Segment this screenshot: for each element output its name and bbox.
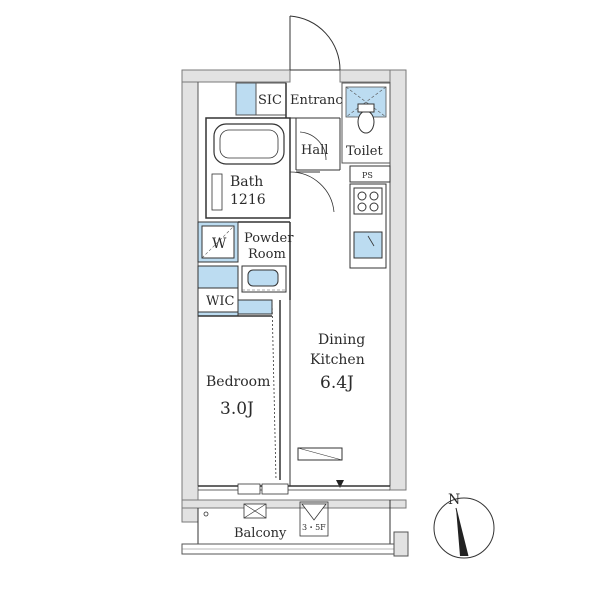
powder-line1-label: Powder: [244, 231, 294, 246]
dining-size-label: 6.4J: [320, 373, 354, 393]
compass-ring-icon: [433, 497, 495, 559]
bath-size-label: 1216: [230, 192, 266, 208]
toilet-bowl-icon: [357, 110, 375, 134]
entry-marker-icon: [336, 480, 344, 488]
dining-kitchen: [289, 300, 344, 488]
balcony-sliding-doors: [237, 483, 289, 495]
bath-door: [289, 171, 335, 216]
compass: [433, 497, 495, 559]
toilet-room: [341, 82, 391, 164]
balcony: [181, 499, 409, 557]
wic-label: WIC: [206, 294, 234, 309]
washer-label: W: [212, 236, 227, 252]
powder-room: [197, 221, 291, 300]
entrance-label: Entrance: [290, 93, 351, 108]
bedroom-size-label: 3.0J: [220, 399, 254, 419]
entrance-door: [289, 15, 341, 71]
dining-line2-label: Kitchen: [310, 352, 365, 368]
sic-label: SIC: [258, 93, 282, 108]
compass-north-label: N: [448, 492, 460, 508]
dining-line1-label: Dining: [318, 332, 365, 348]
ps-label: PS: [362, 171, 373, 180]
wic-closet: [197, 265, 281, 481]
sink-icon: [353, 231, 383, 259]
kitchen-counter: [349, 183, 387, 269]
vanity-sink-icon: [247, 269, 279, 287]
bath-name-label: Bath: [230, 174, 263, 190]
hall-label: Hall: [301, 143, 328, 158]
bath-room: [205, 117, 291, 219]
stove-icon: [353, 187, 383, 215]
hatch-label: 3・5F: [302, 523, 326, 532]
powder-line2-label: Room: [248, 247, 286, 262]
bedroom: [198, 485, 390, 491]
hall-area: [295, 118, 341, 171]
bedroom-name-label: Bedroom: [206, 374, 270, 390]
balcony-label: Balcony: [234, 526, 287, 541]
evacuation-hatch-icon: [301, 503, 327, 521]
toilet-label: Toilet: [346, 144, 383, 159]
ps-shaft: [349, 165, 391, 183]
